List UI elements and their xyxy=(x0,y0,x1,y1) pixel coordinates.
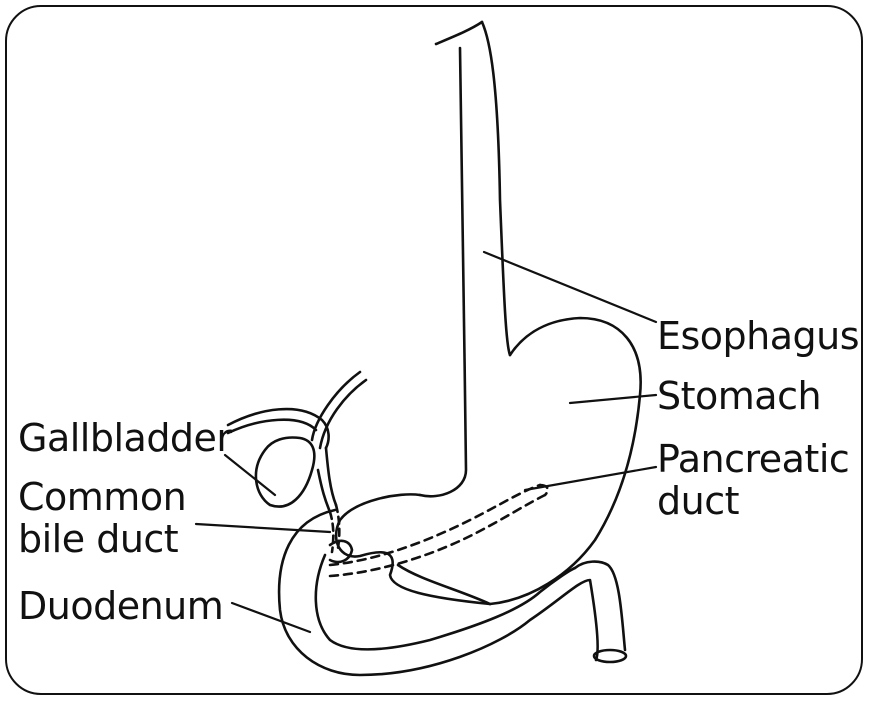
leader-pancreatic-duct xyxy=(525,467,656,490)
label-common-bile-duct-line2: bile duct xyxy=(18,519,186,561)
leader-duodenum xyxy=(232,603,310,632)
leader-stomach xyxy=(570,395,656,403)
leader-gallbladder xyxy=(225,455,275,495)
label-duodenum: Duodenum xyxy=(18,586,223,628)
label-stomach: Stomach xyxy=(657,376,821,418)
leader-esophagus xyxy=(484,252,656,322)
leader-lines xyxy=(196,252,656,632)
label-common-bile-duct-line1: Common xyxy=(18,477,186,519)
label-esophagus: Esophagus xyxy=(657,316,859,358)
label-common-bile-duct: Common bile duct xyxy=(18,477,186,561)
label-pancreatic-duct-line2: duct xyxy=(657,481,849,523)
label-pancreatic-duct: Pancreatic duct xyxy=(657,439,849,523)
leader-common-bile-duct xyxy=(196,524,330,532)
pancreatic-duct-shape xyxy=(330,485,548,576)
label-gallbladder: Gallbladder xyxy=(18,418,232,460)
duodenum-shape xyxy=(279,510,626,675)
gallbladder-shape xyxy=(228,372,366,512)
esophagus-shape xyxy=(420,22,510,496)
label-pancreatic-duct-line1: Pancreatic xyxy=(657,439,849,481)
